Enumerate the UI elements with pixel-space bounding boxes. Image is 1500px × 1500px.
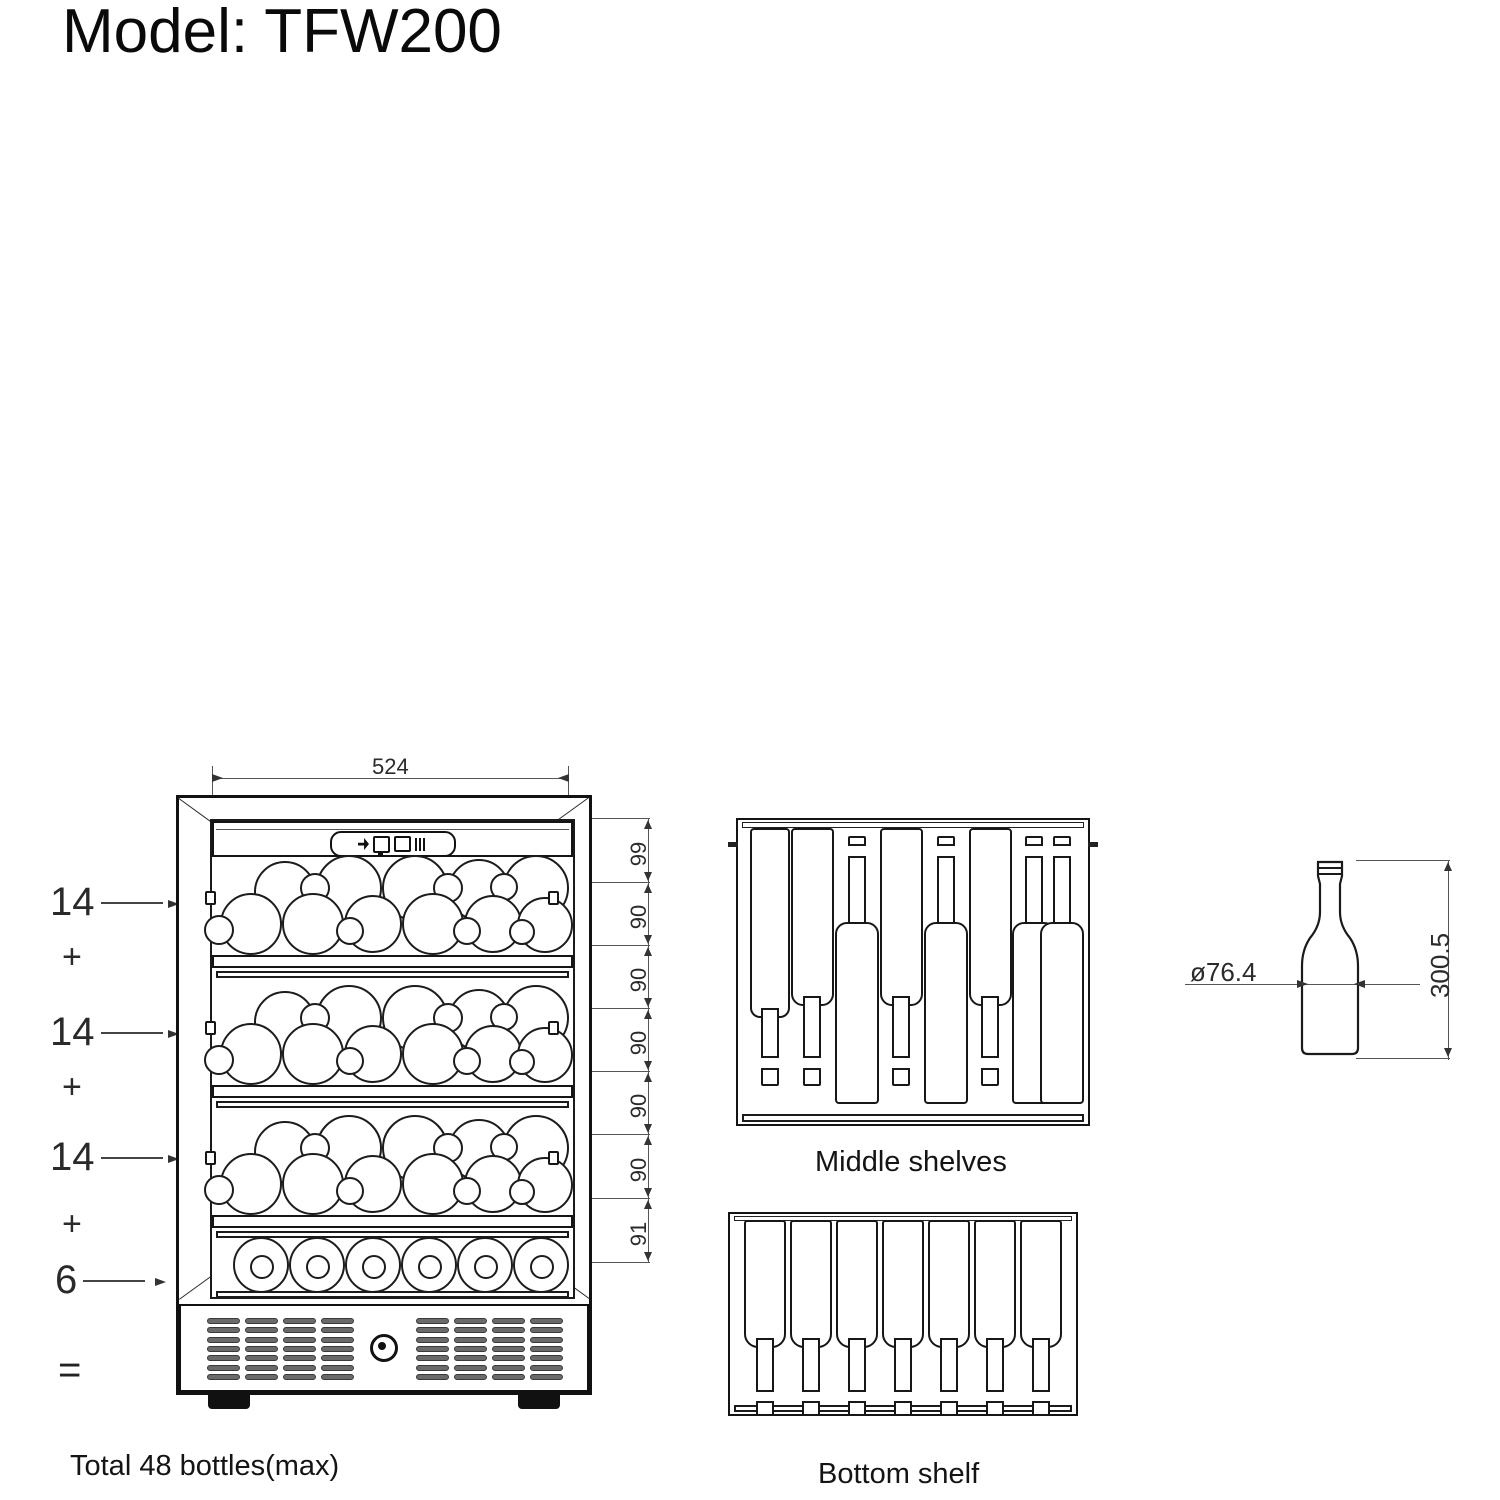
display-icon[interactable] (373, 835, 390, 856)
height-dim-6: 90 (626, 1157, 652, 1183)
shelf-divider (212, 955, 573, 968)
louver-column (530, 1318, 563, 1380)
total-bottles-label: Total 48 bottles(max) (70, 1450, 340, 1482)
plus-sign-2: + (62, 1068, 82, 1106)
shelf-runner-right (548, 1021, 559, 1035)
height-dim-7: 91 (626, 1221, 652, 1247)
shelf-divider (212, 1085, 573, 1098)
shelf-runner-left (205, 1151, 216, 1165)
louver-column (492, 1318, 525, 1380)
bottle-neck-down (791, 828, 834, 1088)
louver-column (454, 1318, 487, 1380)
height-dim-1: 99 (626, 841, 652, 867)
callout-shelf-2: 14 (50, 1010, 179, 1055)
bottle-neck-down (790, 1220, 832, 1416)
middle-shelves-caption: Middle shelves (815, 1146, 1007, 1178)
shelf-rail (216, 1101, 569, 1108)
bottle-neck-down (880, 828, 923, 1088)
bottom-shelf-diagram (722, 1208, 1084, 1438)
callout-shelf-bottom: 6 (55, 1258, 166, 1303)
bottle-height-label: 300.5 (1425, 932, 1456, 999)
shelf-runner-left (205, 1021, 216, 1035)
louver-column (321, 1318, 354, 1380)
callout-count: 14 (50, 1010, 95, 1054)
shelf-rail (216, 971, 569, 978)
plus-sign-1: + (62, 938, 82, 976)
bottle-neck-up (835, 836, 879, 1104)
control-bar (212, 821, 573, 857)
bottom-shelf-caption: Bottom shelf (818, 1458, 980, 1490)
diameter-label: ø76.4 (1190, 957, 1257, 987)
bottle-spec-diagram (1240, 840, 1480, 1080)
callout-count: 14 (50, 1135, 95, 1179)
bottle-neck-up (924, 836, 968, 1104)
equals-sign: = (58, 1348, 82, 1392)
control-panel[interactable] (329, 831, 456, 857)
bottle-neck-down (750, 828, 790, 1088)
plus-sign-3: + (62, 1205, 82, 1243)
callout-shelf-1: 14 (50, 880, 179, 925)
bottle-neck-down (744, 1220, 786, 1416)
cabinet-foot-left (208, 1394, 250, 1409)
bottle-neck-down (836, 1220, 878, 1416)
callout-count: 6 (55, 1258, 78, 1302)
callout-count: 14 (50, 880, 95, 924)
tray-bottom-edge (742, 1114, 1084, 1122)
height-dim-2: 90 (626, 904, 652, 930)
shelf-runner-right (548, 1151, 559, 1165)
bottle-neck-down (1020, 1220, 1062, 1416)
tray-tab-right (1088, 842, 1098, 847)
tray-top-edge (742, 822, 1084, 828)
bars-icon[interactable] (415, 837, 427, 851)
adjust-knob[interactable] (370, 1334, 398, 1362)
louver-column (416, 1318, 449, 1380)
shelf-rail (216, 1231, 569, 1238)
bottle-outline-svg (1300, 860, 1360, 1056)
bottle-neck-down (928, 1220, 970, 1416)
shelf-rail-bottom (216, 1291, 569, 1298)
louver-column (207, 1318, 240, 1380)
power-icon[interactable] (358, 838, 369, 850)
bottle-neck-down (969, 828, 1012, 1088)
bottle-neck-up (1012, 836, 1056, 1104)
bottle-neck-down (974, 1220, 1016, 1416)
louver-column (283, 1318, 316, 1380)
display-icon[interactable] (394, 836, 411, 852)
louver-column (245, 1318, 278, 1380)
shelf-runner-left (205, 891, 216, 905)
page-title: Model: TFW200 (62, 0, 502, 66)
wine-cooler-front-view (176, 795, 592, 1409)
ventilation-grille (179, 1304, 589, 1392)
tray-tab-left (728, 842, 738, 847)
height-dim-5: 90 (626, 1093, 652, 1119)
bottle-neck-down (882, 1220, 924, 1416)
shelf-divider (212, 1215, 573, 1228)
cabinet-foot-right (518, 1394, 560, 1409)
callout-shelf-3: 14 (50, 1135, 179, 1180)
height-dim-3: 90 (626, 967, 652, 993)
middle-shelves-diagram (728, 812, 1098, 1132)
width-dimension-label: 524 (372, 754, 409, 779)
bottle-neck-up (1040, 836, 1084, 1104)
shelf-runner-right (548, 891, 559, 905)
height-dim-4: 90 (626, 1030, 652, 1056)
